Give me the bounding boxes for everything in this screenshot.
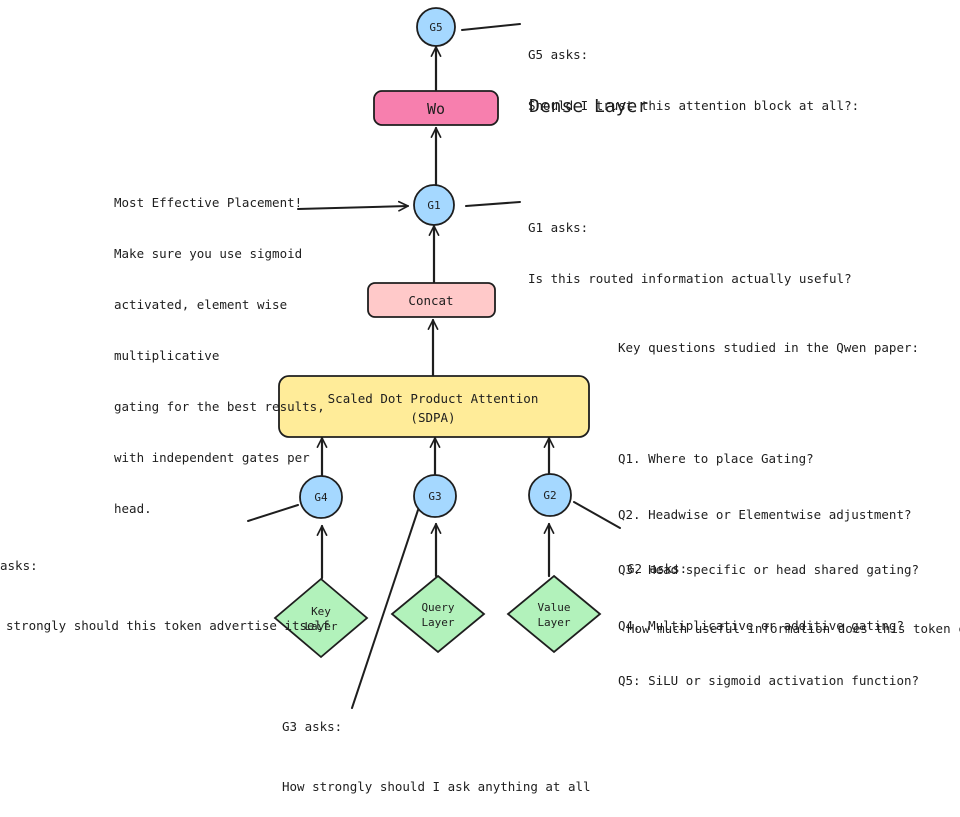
- gate-node-g3: G3: [413, 474, 457, 518]
- g5-annotation-question: Should I trust this attention block at a…: [528, 98, 860, 113]
- sdpa-label-line1: Scaled Dot Product Attention: [328, 391, 539, 406]
- gate-g4-circle: [299, 475, 343, 519]
- key-questions-annotation: Key questions studied in the Qwen paper:…: [618, 302, 919, 709]
- g3-annotation: G3 asks: How strongly should I ask anyth…: [282, 677, 591, 817]
- query-layer-diamond: [390, 574, 486, 654]
- key-question-q2: Q2. Headwise or Elementwise adjustment?: [618, 506, 912, 522]
- g3-annotation-title: G3 asks:: [282, 719, 343, 734]
- gate-g4-label: G4: [314, 491, 328, 504]
- g2-annotation: G2 asks: How much useful information doe…: [627, 519, 960, 659]
- concat-box: [367, 282, 496, 318]
- callout-g2: [573, 501, 621, 529]
- key-layer-label-line2: Layer: [304, 620, 337, 633]
- gate-g3-label: G3: [428, 490, 441, 503]
- g4-annotation: asks: strongly should this token adverti…: [0, 516, 330, 656]
- g1-annotation-title: G1 asks:: [528, 220, 589, 235]
- gate-g2-label: G2: [543, 489, 556, 502]
- gate-g5-circle: [416, 7, 456, 47]
- g4-annotation-title: asks:: [0, 558, 38, 573]
- key-question-q3: Q3. Head specific or head shared gating?: [618, 562, 920, 577]
- gate-g3-circle: [413, 474, 457, 518]
- g1-annotation: G1 asks: Is this routed information actu…: [528, 185, 852, 304]
- concat-node: Concat: [367, 282, 496, 318]
- key-layer-label-line1: Key: [311, 605, 331, 618]
- sdpa-node: Scaled Dot Product Attention (SDPA): [278, 375, 590, 438]
- query-layer-label-line2: Layer: [421, 616, 454, 629]
- callout-g4: [247, 504, 299, 522]
- key-question-q4: Q4. Multiplicative or additive gating?: [618, 617, 904, 633]
- callout-g1: [465, 201, 521, 207]
- gate-node-g5: G5: [416, 7, 456, 47]
- query-layer-node: Query Layer: [390, 574, 486, 654]
- placement-line: activated, element wise: [114, 297, 288, 312]
- callout-placement-arrow: [297, 200, 409, 212]
- placement-line: Most Effective Placement!: [114, 195, 303, 210]
- sdpa-box: [278, 375, 590, 438]
- g4-annotation-question: strongly should this token advertise its…: [6, 618, 330, 633]
- value-layer-diamond: [506, 574, 602, 654]
- gate-g1-label: G1: [427, 199, 440, 212]
- wo-label: Wo: [427, 100, 445, 118]
- placement-line: Make sure you use sigmoid: [114, 246, 303, 261]
- value-layer-node: Value Layer: [506, 574, 602, 654]
- gate-g5-label: G5: [429, 21, 442, 34]
- callout-g3: [351, 509, 419, 709]
- key-questions-spacer: ​: [618, 395, 919, 414]
- sdpa-label-line2: (SDPA): [410, 410, 455, 425]
- key-question-q1: Q1. Where to place Gating?: [618, 451, 814, 466]
- wo-box: [373, 90, 499, 126]
- g1-annotation-question: Is this routed information actually usef…: [528, 271, 852, 286]
- gate-node-g2: G2: [528, 473, 572, 517]
- gate-g2-circle: [528, 473, 572, 517]
- value-layer-label-line1: Value: [537, 601, 570, 614]
- placement-line: head.: [114, 501, 152, 516]
- dense-layer-label: Dense Layer: [529, 96, 649, 117]
- g2-annotation-question: How much useful information does this to…: [627, 621, 960, 636]
- placement-line: gating for the best results,: [114, 399, 325, 414]
- key-layer-diamond: [273, 577, 369, 659]
- placement-annotation: Most Effective Placement! Make sure you …: [114, 160, 325, 534]
- g3-annotation-question: How strongly should I ask anything at al…: [282, 779, 591, 794]
- gate-node-g4: G4: [299, 475, 343, 519]
- attention-gating-diagram: G5 Wo G1 Concat Scaled Dot Product Atten…: [247, 7, 621, 709]
- gate-node-g1: G1: [413, 184, 455, 226]
- callout-g5: [461, 23, 521, 31]
- key-layer-node: Key Layer: [273, 577, 369, 659]
- placement-line: multiplicative: [114, 348, 220, 363]
- key-questions-heading: Key questions studied in the Qwen paper:: [618, 340, 920, 355]
- g2-annotation-title: G2 asks:: [627, 561, 688, 576]
- placement-line: with independent gates per: [114, 450, 310, 465]
- key-question-q5: Q5: SiLU or sigmoid activation function?: [618, 673, 920, 688]
- wo-node: Wo: [373, 90, 499, 126]
- concat-label: Concat: [408, 293, 453, 308]
- g5-annotation-title: G5 asks:: [528, 47, 589, 62]
- value-layer-label-line2: Layer: [537, 616, 570, 629]
- gate-g1-circle: [413, 184, 455, 226]
- g5-annotation: G5 asks: Should I trust this attention b…: [528, 12, 859, 131]
- query-layer-label-line1: Query: [421, 601, 454, 614]
